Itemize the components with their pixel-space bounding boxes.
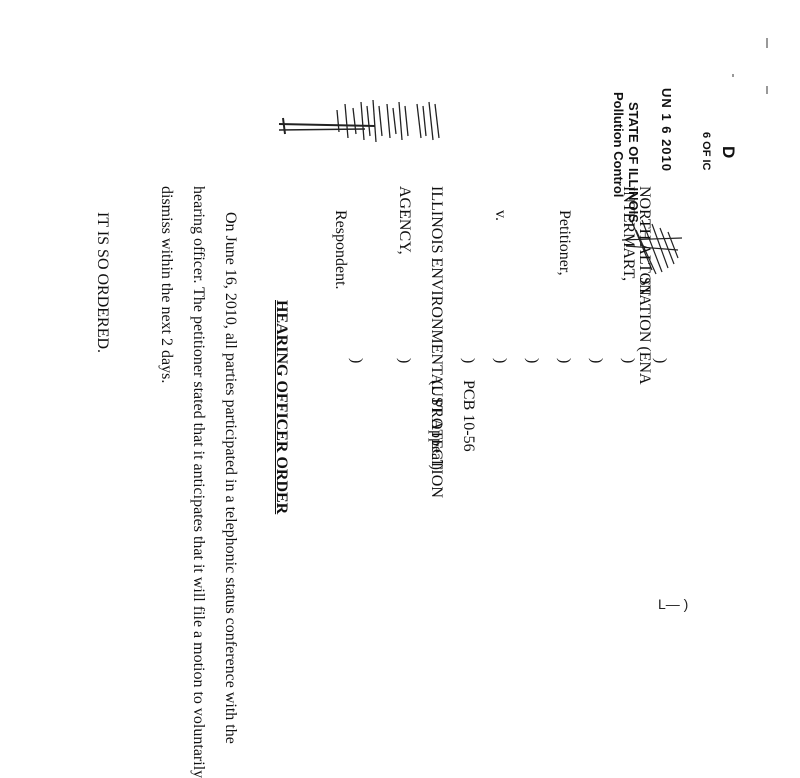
versus: v. [492, 210, 509, 221]
scan-speck [732, 74, 734, 77]
scan-speck [766, 86, 768, 94]
petitioner-name-line2: INTERMART, [620, 186, 637, 282]
respondent-name-line2: AGENCY, [396, 186, 413, 255]
stamp-letter: D [719, 146, 738, 159]
caption-bracket: ) [492, 358, 509, 364]
document-page: D 6 OF IC UN 1 6 2010 STATE OF ILLINOIS … [94, 38, 768, 778]
case-number: PCB 10-56 [460, 380, 477, 452]
petitioner-name-line1b: STATION (ENA [636, 277, 653, 385]
caption-bracket: ) [348, 358, 365, 364]
caption-bracket: ) [652, 358, 669, 364]
stamp-clerk-office: 6 OF IC [700, 132, 712, 171]
obscured-name-marks [621, 219, 683, 275]
stamp-date: UN 1 6 2010 [659, 88, 674, 172]
respondent-role: Respondent. [332, 210, 349, 290]
caption-bracket: ) [524, 358, 541, 364]
scanned-scribble-marks [278, 99, 440, 143]
caption-bracket: ) [396, 358, 413, 364]
petitioner-role: Petitioner, [556, 210, 573, 276]
case-type: (UST Appeal) [428, 380, 445, 470]
scan-speck [766, 38, 768, 48]
order-title: HEARING OFFICER ORDER [273, 300, 290, 515]
order-closing: IT IS SO ORDERED. [94, 212, 111, 354]
stamp-board: Pollution Control [611, 92, 626, 198]
caption-bracket: ) [556, 358, 573, 364]
signature-mark: L— ) [658, 596, 689, 612]
caption-bracket: ) [460, 358, 477, 364]
order-paragraph-line1: On June 16, 2010, all parties participat… [222, 212, 239, 744]
caption-bracket: ) [620, 358, 637, 364]
caption-bracket: ) [588, 358, 605, 364]
order-paragraph-line3: dismiss within the next 2 days. [158, 186, 175, 384]
order-paragraph-line2: hearing officer. The petitioner stated t… [190, 186, 207, 778]
